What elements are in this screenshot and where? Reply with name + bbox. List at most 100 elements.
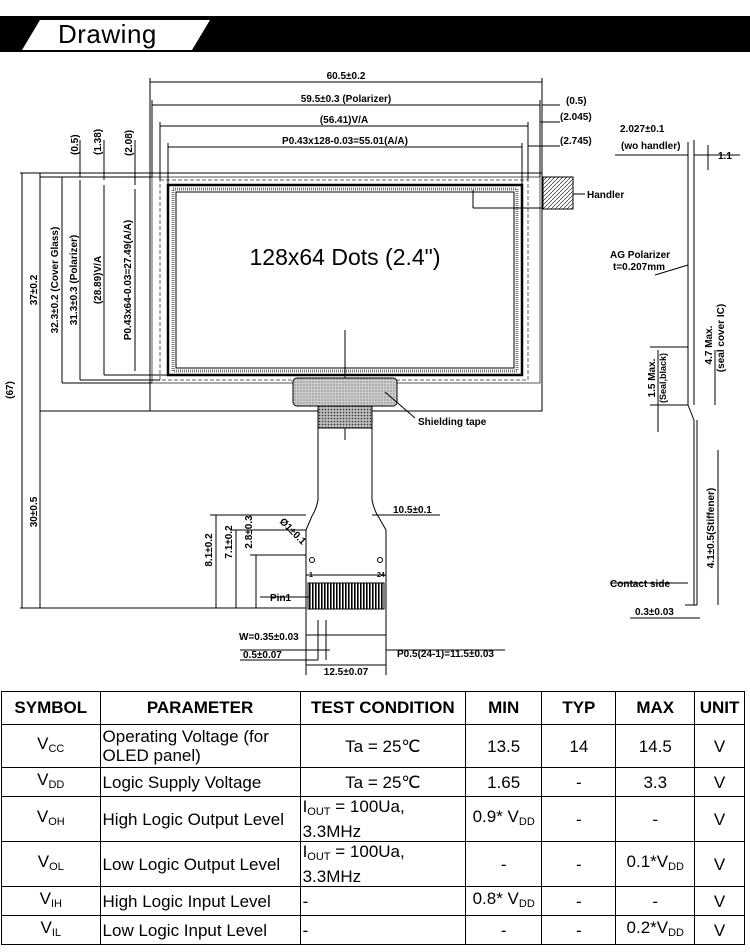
- table-cell: V: [694, 841, 745, 887]
- handler-hatch: [542, 176, 574, 210]
- section-title: Drawing: [58, 19, 157, 49]
- dim-top-1: 59.5±0.3 (Polarizer): [301, 94, 392, 105]
- table-cell: Low Logic Input Level: [99, 915, 301, 945]
- side-dim-2: 1.1: [718, 151, 732, 162]
- dim-left-top-0: (0.5): [70, 134, 81, 155]
- table-cell: Ta = 25℃: [299, 767, 467, 797]
- dim-fpc-8: P0.5(24-1)=11.5±0.03: [397, 649, 494, 660]
- side-dim-4: (Seal,black): [658, 353, 668, 403]
- dim-top-2: (56.41)V/A: [320, 115, 368, 126]
- dim-top-3: P0.43x128-0.03=55.01(A/A): [282, 136, 408, 147]
- section-banner: Drawing: [0, 16, 750, 52]
- table-cell: VOL: [1, 841, 101, 887]
- polarizer-thickness: t=0.207mm: [613, 262, 665, 273]
- table-header-row: SYMBOL PARAMETER TEST CONDITION MIN TYP …: [1, 691, 745, 725]
- table-cell: Operating Voltage (for OLED panel): [99, 724, 301, 768]
- table-cell: VIH: [1, 886, 101, 916]
- side-dim-1: (wo handler): [621, 141, 680, 152]
- table-cell: -: [541, 886, 617, 916]
- col-unit: UNIT: [694, 691, 745, 725]
- table-cell: -: [541, 915, 617, 945]
- table-row: VIH High Logic Input Level - 0.8* VDD - …: [1, 886, 745, 916]
- col-typ: TYP: [541, 691, 617, 725]
- handler-callout: Handler: [587, 190, 624, 201]
- table-cell: -: [299, 915, 467, 945]
- table-cell: Low Logic Output Level: [99, 841, 301, 887]
- side-dim-5: 4.7 Max.: [704, 325, 715, 364]
- table-row: VCC Operating Voltage (for OLED panel) T…: [1, 724, 745, 768]
- dim-fpc-6: 0.5±0.07: [243, 650, 282, 661]
- table-cell: V: [694, 915, 745, 945]
- table-cell: 14.5: [615, 724, 696, 768]
- table-cell: 0.1*VDD: [615, 841, 696, 887]
- side-dim-3: 1.5 Max.: [647, 358, 658, 397]
- table-cell: Ta = 25℃: [299, 724, 467, 768]
- contact-side-callout: Contact side: [610, 579, 670, 590]
- table-cell: -: [465, 841, 543, 887]
- dim-left-1: 32.3±0.2 (Cover Glass): [50, 227, 61, 334]
- table-row: VDD Logic Supply Voltage Ta = 25℃ 1.65 -…: [1, 767, 745, 797]
- col-parameter: PARAMETER: [99, 691, 301, 725]
- table-cell: VOH: [1, 796, 101, 842]
- dim-fpc-2: 2.8±0.3: [244, 515, 255, 549]
- table-cell: VIL: [1, 915, 101, 945]
- table-cell: 0.9* VDD: [465, 796, 543, 842]
- table-cell: -: [465, 915, 543, 945]
- table-row: VIL Low Logic Input Level - - - 0.2*VDD …: [1, 915, 745, 945]
- side-dim-6: (seal cover IC): [716, 304, 727, 372]
- table-row: VOH High Logic Output Level IOUT = 100Ua…: [1, 796, 745, 842]
- dim-left-4: P0.43x64-0.03=27.49(A/A): [123, 220, 134, 340]
- polarizer-callout: AG Polarizer: [610, 250, 670, 261]
- dim-fpc-1: 7.1±0.2: [224, 525, 235, 559]
- table-cell: -: [615, 796, 696, 842]
- table-cell: V: [694, 796, 745, 842]
- table-row: VOL Low Logic Output Level IOUT = 100Ua,…: [1, 841, 745, 887]
- pin1-label: Pin1: [270, 593, 292, 604]
- dim-left-6: 30±0.5: [29, 496, 40, 527]
- table-cell: IOUT = 100Ua, 3.3MHz: [299, 841, 467, 887]
- table-cell: 3.3: [615, 767, 696, 797]
- table-cell: -: [541, 767, 617, 797]
- table-cell: 14: [541, 724, 617, 768]
- col-max: MAX: [615, 691, 696, 725]
- dim-left-2: 31.3±0.3 (Polarizer): [69, 235, 80, 326]
- table-cell: V: [694, 767, 745, 797]
- table-cell: 0.2*VDD: [615, 915, 696, 945]
- table-cell: V: [694, 886, 745, 916]
- side-dim-7: 4.1±0.5(Stiffener): [706, 488, 717, 569]
- dots-label: 128x64 Dots (2.4"): [250, 244, 441, 270]
- col-symbol: SYMBOL: [1, 691, 101, 725]
- dim-right-top-1: (2.045): [560, 112, 592, 123]
- dim-left-top-1: (1.38): [93, 129, 104, 155]
- side-dim-0: 2.027±0.1: [620, 124, 665, 135]
- dim-fpc-5: W=0.35±0.03: [239, 632, 299, 643]
- table-cell: -: [541, 841, 617, 887]
- table-cell: -: [299, 886, 467, 916]
- table-cell: High Logic Input Level: [99, 886, 301, 916]
- dim-right-top-2: (2.745): [560, 136, 592, 147]
- side-dim-8: 0.3±0.03: [635, 607, 674, 618]
- dim-left-top-2: (2.08): [124, 130, 135, 156]
- table-cell: Logic Supply Voltage: [99, 767, 301, 797]
- dim-right-top-0: (0.5): [566, 96, 587, 107]
- col-min: MIN: [465, 691, 543, 725]
- table-cell: IOUT = 100Ua, 3.3MHz: [299, 796, 467, 842]
- table-cell: 13.5: [465, 724, 543, 768]
- banner-tab-shape: [22, 20, 210, 50]
- dim-fpc-3: Ø1±0.1: [277, 516, 308, 547]
- dim-fpc-4: 10.5±0.1: [393, 505, 432, 516]
- pin-label-24: 24: [377, 572, 385, 579]
- table-cell: -: [541, 796, 617, 842]
- fpc-pin-area: [307, 582, 385, 610]
- dim-left-0: 37±0.2: [29, 274, 40, 305]
- table-cell: 1.65: [465, 767, 543, 797]
- electrical-characteristics-table: SYMBOL PARAMETER TEST CONDITION MIN TYP …: [1, 691, 745, 945]
- mechanical-drawing: 128x64 Dots (2.4") 60.5±0.2 59.5±0.3 (Po…: [5, 71, 740, 678]
- col-test-condition: TEST CONDITION: [299, 691, 467, 725]
- dim-fpc-0: 8.1±0.2: [204, 533, 215, 567]
- table-cell: VDD: [1, 767, 101, 797]
- shielding-callout: Shielding tape: [418, 417, 487, 428]
- dim-fpc-7: 12.5±0.07: [324, 667, 369, 678]
- table-cell: High Logic Output Level: [99, 796, 301, 842]
- table-cell: 0.8* VDD: [465, 886, 543, 916]
